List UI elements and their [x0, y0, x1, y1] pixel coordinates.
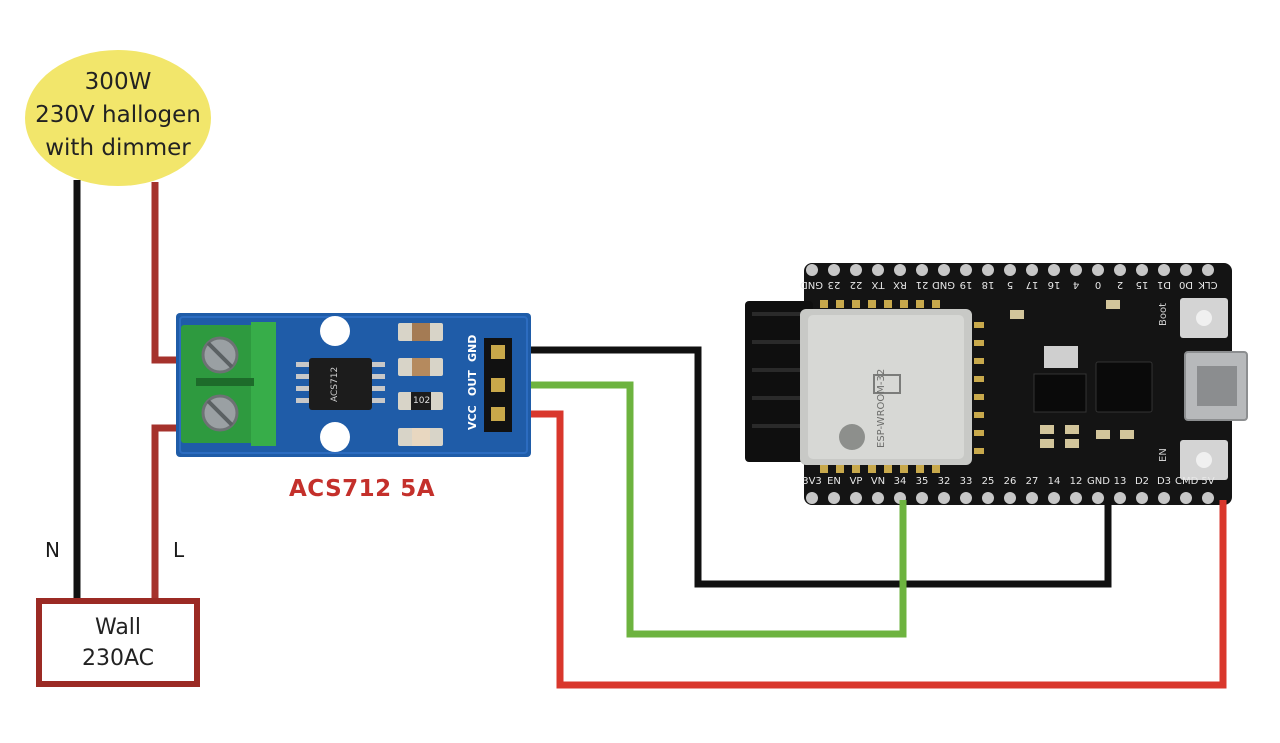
esp32-top-pin-label: GND — [932, 279, 955, 290]
esp32-top-pin-label: TX — [871, 279, 885, 290]
esp32-top-pin-label: 2 — [1116, 279, 1124, 290]
esp32-bottom-pin-label: D3 — [1156, 476, 1172, 487]
sensor-pin-out: OUT — [466, 370, 479, 396]
esp32-top-pin-label: 17 — [1025, 279, 1039, 290]
esp32-bottom-pin-label: 34 — [893, 476, 907, 487]
wall-label-line1: Wall — [94, 615, 142, 640]
lamp-label-line1: 300W — [84, 69, 152, 95]
resistor-marking: 102 — [413, 396, 431, 406]
wall-box — [36, 598, 200, 687]
esp32-bottom-pin-label: EN — [827, 476, 841, 487]
esp32-top-pin-label: 23 — [827, 279, 841, 290]
gnd-wire — [500, 346, 1112, 588]
esp32-top-pin-label: RX — [893, 279, 907, 290]
mounting-hole-top — [320, 316, 350, 346]
esp32-top-pin-label: 5 — [1006, 279, 1014, 290]
esp32-bottom-pin-label: GND — [1087, 476, 1110, 487]
esp32-top-pin-label: GND — [800, 279, 823, 290]
esp32-top-pin-label: 15 — [1135, 279, 1149, 290]
usb-uart-chip — [1095, 361, 1153, 413]
wall-label: Wall 230AC — [40, 612, 196, 674]
lamp-shape — [25, 50, 211, 186]
esp32-board — [745, 263, 1248, 505]
lamp-label-line2: 230V hallogen — [35, 102, 201, 128]
neutral-label: N — [45, 538, 60, 562]
module-marking: ESP-WROOM-32 — [876, 368, 887, 448]
acs712-board — [176, 313, 531, 457]
esp32-top-pin-label: CLK — [1198, 279, 1218, 290]
esp32-bottom-pin-label: 32 — [937, 476, 951, 487]
lamp-label: 300W 230V hallogen with dimmer — [26, 66, 210, 165]
esp32-bottom-pin-label: VP — [849, 476, 863, 487]
acs712-chip — [309, 358, 372, 410]
wall-label-line2: 230AC — [81, 646, 154, 671]
esp32-top-pin-label: 16 — [1047, 279, 1061, 290]
esp32-top-pin-label: 19 — [959, 279, 973, 290]
esp32-bottom-pin-label: 12 — [1069, 476, 1083, 487]
esp32-bottom-pin-label: 35 — [915, 476, 929, 487]
esp32-bottom-pin-label: 33 — [959, 476, 973, 487]
lamp-label-line3: with dimmer — [45, 135, 191, 161]
esp32-bottom-pin-label: 26 — [1003, 476, 1017, 487]
wifi-logo-icon — [839, 424, 865, 450]
chip-marking: ACS712 — [330, 366, 340, 402]
esp32-top-pin-label: 21 — [915, 279, 929, 290]
sensor-pin-vcc: VCC — [466, 405, 479, 430]
esp32-bottom-pins — [806, 492, 1214, 504]
esp32-top-pin-label: 22 — [849, 279, 863, 290]
live-label: L — [173, 538, 185, 562]
esp32-top-pins — [806, 264, 1214, 276]
esp32-bottom-pin-label: 5V — [1201, 476, 1215, 487]
esp32-top-pin-label: 18 — [981, 279, 995, 290]
esp32-bottom-pin-label: 3V3 — [802, 476, 822, 487]
esp32-top-pin-label: 4 — [1072, 279, 1080, 290]
vcc-wire — [500, 410, 1227, 689]
esp32-top-pin-label: D0 — [1178, 279, 1194, 290]
esp32-bottom-pin-label: D2 — [1134, 476, 1150, 487]
en-label: EN — [1158, 448, 1169, 462]
esp32-bottom-pin-label: CMD — [1175, 476, 1199, 487]
sensor-pin-gnd: GND — [466, 334, 479, 362]
ce-mark-icon — [873, 374, 901, 394]
esp32-top-pin-label: 0 — [1094, 279, 1102, 290]
esp32-bottom-pin-label: VN — [870, 476, 886, 487]
mounting-hole-bottom — [320, 422, 350, 452]
boot-label: Boot — [1158, 302, 1169, 326]
esp32-top-pin-label: D1 — [1156, 279, 1172, 290]
esp32-bottom-pin-label: 14 — [1047, 476, 1061, 487]
esp32-bottom-pin-label: 27 — [1025, 476, 1039, 487]
smd-components — [398, 323, 443, 446]
sensor-title: ACS712 5A — [289, 476, 435, 502]
esp32-bottom-pin-label: 25 — [981, 476, 995, 487]
regulator — [1033, 373, 1087, 413]
out-wire — [500, 381, 907, 638]
esp32-bottom-pin-label: 13 — [1113, 476, 1127, 487]
